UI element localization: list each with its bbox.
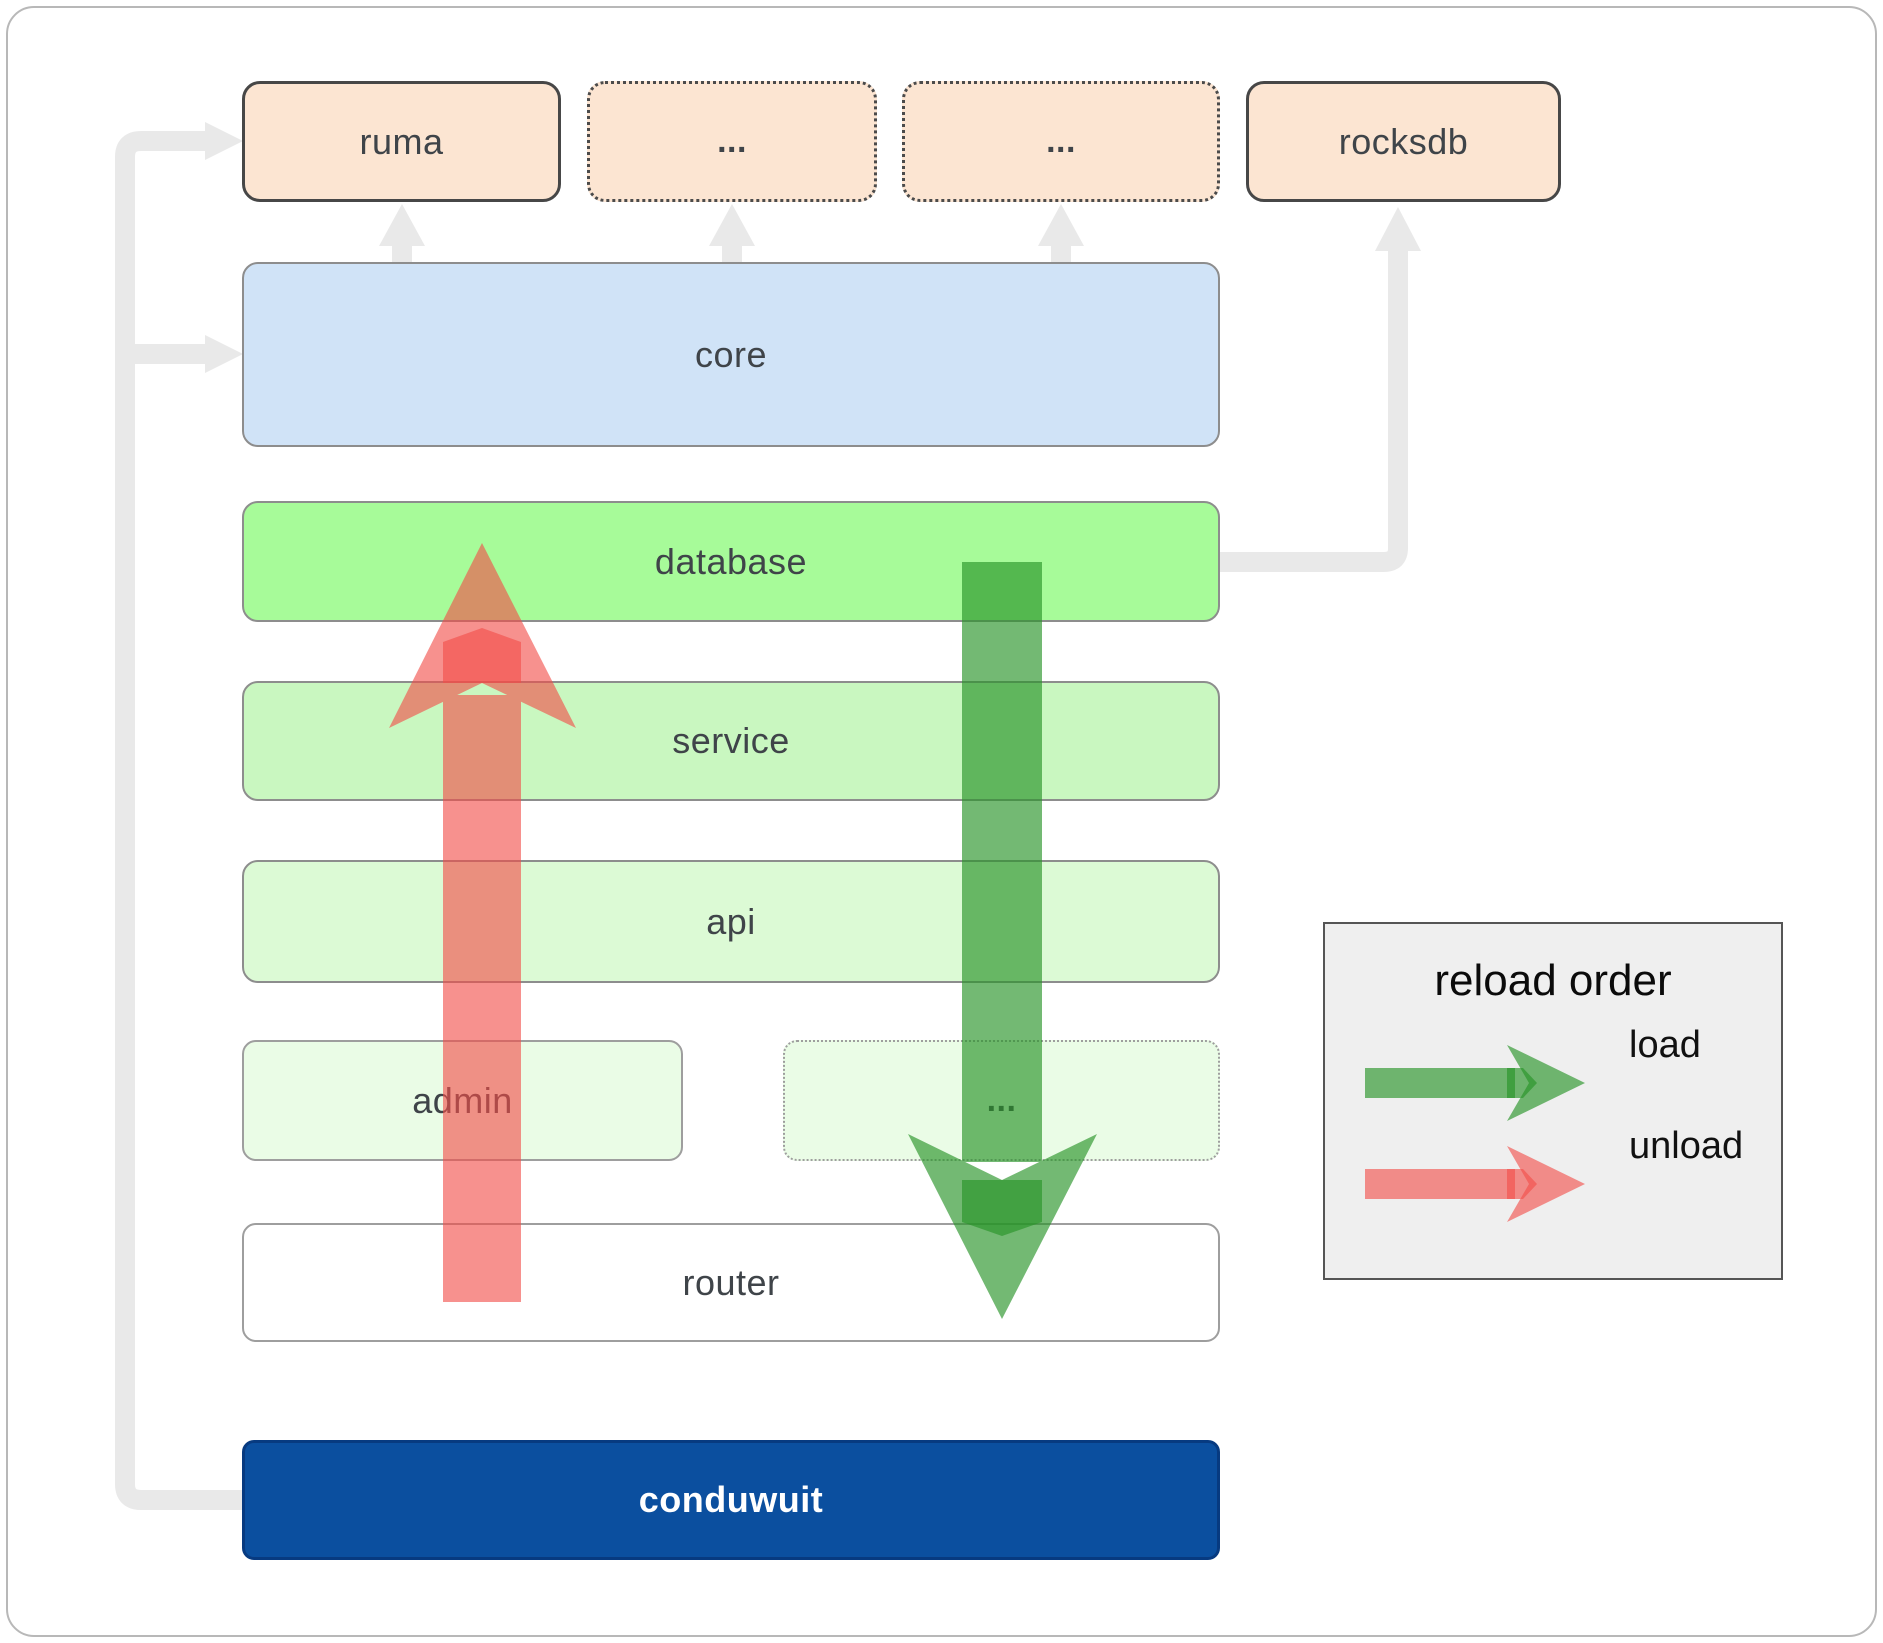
node-ruma-label: ruma — [359, 120, 444, 162]
node-router-label: router — [682, 1261, 780, 1303]
legend-unload-label: unload — [1629, 1125, 1744, 1167]
node-ruma: ruma — [242, 81, 561, 202]
node-external-1: ... — [587, 81, 877, 202]
legend-load-label: load — [1629, 1024, 1701, 1066]
unload-arrow-icon — [1365, 1146, 1585, 1222]
node-database-label: database — [654, 540, 808, 582]
node-conduwuit: conduwuit — [242, 1440, 1220, 1560]
legend-title: reload order — [1434, 956, 1672, 1005]
legend-panel: reload order load unload — [1323, 922, 1783, 1280]
node-service: service — [242, 681, 1220, 801]
node-admin-label: admin — [412, 1079, 513, 1121]
legend-load-row — [1365, 1043, 1595, 1123]
legend-unload-row — [1365, 1144, 1595, 1224]
load-arrow-icon — [1365, 1045, 1585, 1121]
node-api: api — [242, 860, 1220, 983]
outer-frame — [6, 6, 1877, 1637]
node-rocksdb: rocksdb — [1246, 81, 1561, 202]
node-rocksdb-label: rocksdb — [1338, 120, 1469, 162]
node-service-etc-label: ... — [986, 1081, 1017, 1119]
node-api-label: api — [706, 900, 756, 942]
node-service-label: service — [672, 720, 790, 761]
node-core-label: core — [694, 333, 768, 375]
node-external-2: ... — [902, 81, 1220, 202]
node-conduwuit-label: conduwuit — [638, 1479, 824, 1520]
node-external-1-label: ... — [717, 122, 747, 160]
node-service-etc: ... — [783, 1040, 1220, 1161]
node-database: database — [242, 501, 1220, 622]
node-admin: admin — [242, 1040, 683, 1161]
node-external-2-label: ... — [1046, 122, 1076, 160]
node-core: core — [242, 262, 1220, 447]
node-router: router — [242, 1223, 1220, 1342]
